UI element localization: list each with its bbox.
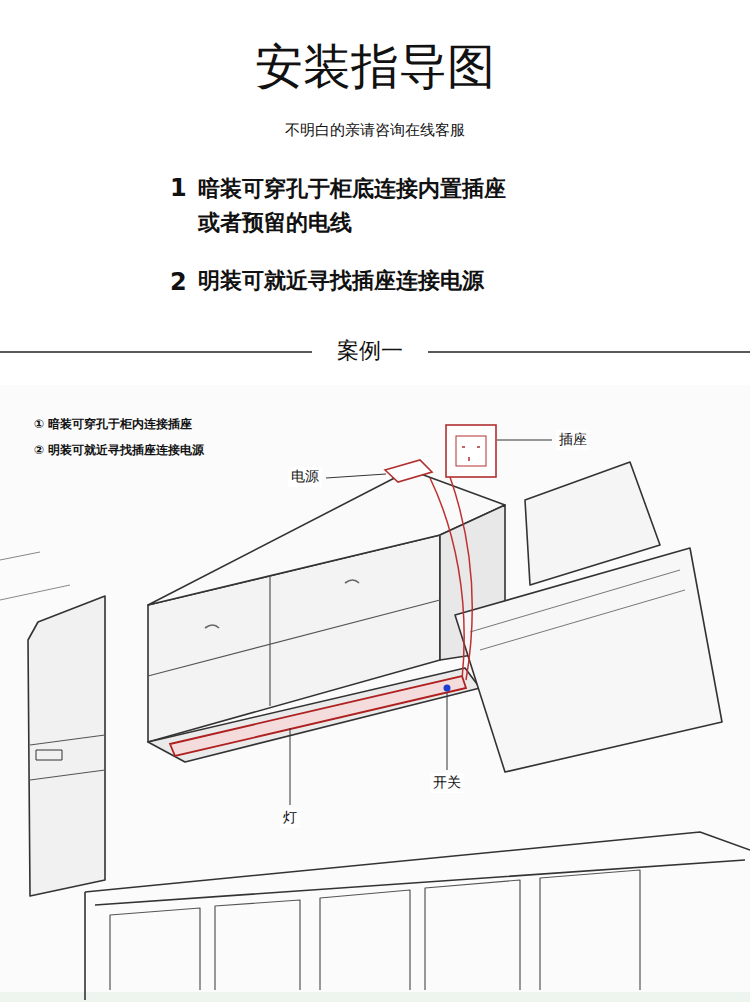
- part-label: 开关: [430, 773, 464, 793]
- socket: [446, 425, 496, 477]
- step-number: 2: [170, 266, 187, 300]
- leader-line: [290, 728, 291, 805]
- tall-cabinet: [28, 596, 105, 896]
- step-number: 1: [170, 172, 187, 206]
- power-box: [385, 460, 432, 482]
- leader-line: [326, 474, 386, 478]
- subtitle: 不明白的亲请咨询在线客服: [285, 120, 465, 141]
- part-label: 灯: [280, 808, 300, 828]
- range-hood: [455, 548, 722, 772]
- light-strip: [170, 676, 466, 756]
- hood-panel-line: [470, 570, 685, 650]
- separator-line: [428, 351, 750, 353]
- part-label: 电源: [288, 467, 322, 487]
- step-text: 暗装可穿孔于柜底连接内置插座 或者预留的电线: [198, 172, 515, 240]
- wire: [450, 477, 472, 680]
- note: ② 明装可就近寻找插座连接电源: [34, 442, 204, 459]
- cabinet-ledge: [148, 668, 480, 762]
- socket-face: [456, 436, 486, 466]
- wall-line: [0, 552, 70, 600]
- countertop: [85, 832, 750, 1000]
- part-label: 插座: [556, 430, 590, 450]
- bottom-strip: [0, 992, 750, 1002]
- leader-line: [497, 440, 552, 441]
- tall-cabinet-line: [30, 735, 105, 780]
- oven-display: [36, 750, 62, 760]
- illustration-ground: [0, 385, 750, 1002]
- separator-line: [0, 351, 312, 353]
- switch-dot: [444, 685, 451, 692]
- lower-cabinet-doors: [110, 870, 640, 990]
- socket-holes: [462, 447, 480, 461]
- leader-line: [447, 692, 448, 770]
- step-text: 明装可就近寻找插座连接电源: [198, 266, 484, 297]
- section-heading: 案例一: [337, 336, 403, 367]
- door-handle: [205, 580, 359, 628]
- note: ① 暗装可穿孔于柜内连接插座: [34, 416, 192, 433]
- page-title: 安装指导图: [255, 38, 495, 96]
